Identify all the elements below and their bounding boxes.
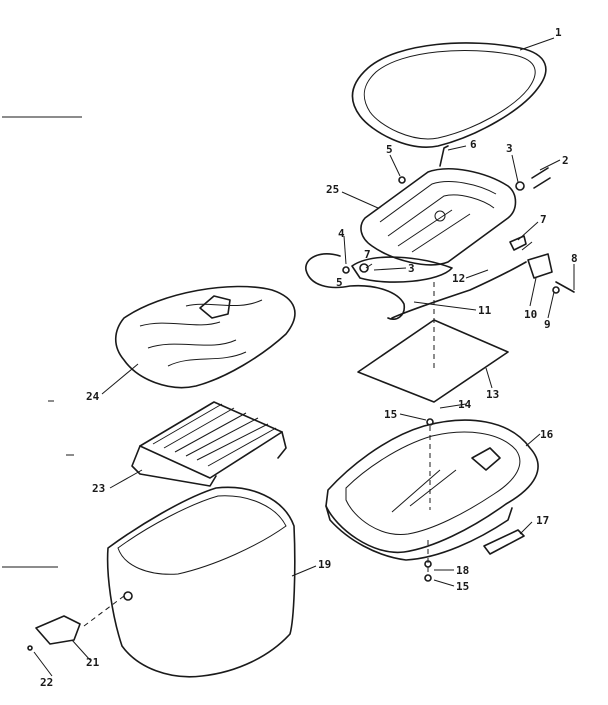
- callout-labels: 1 2 3 5 6 25 4 7 5 3 7 8 12 11 10 9 13 1…: [40, 26, 578, 689]
- margin-marks: [2, 116, 82, 568]
- hardware-parts: [27, 145, 575, 651]
- insulation-sheet-part: [357, 319, 509, 403]
- callout-9: 9: [544, 318, 551, 331]
- pan-body-part: [325, 419, 539, 561]
- heating-plate-part: [351, 168, 517, 283]
- callout-21: 21: [86, 656, 100, 669]
- callout-3-lower: 3: [408, 262, 415, 275]
- callout-22: 22: [40, 676, 53, 689]
- callout-11: 11: [478, 304, 492, 317]
- callout-3-upper: 3: [506, 142, 513, 155]
- callout-5-upper: 5: [386, 143, 393, 156]
- callout-19: 19: [318, 558, 331, 571]
- callout-7-right: 7: [540, 213, 547, 226]
- callout-8: 8: [571, 252, 578, 265]
- nameplate-part: [483, 529, 525, 555]
- callout-10: 10: [524, 308, 537, 321]
- base-pan-part: [106, 486, 296, 678]
- callout-16: 16: [540, 428, 554, 441]
- callout-1: 1: [555, 26, 562, 39]
- callout-12: 12: [452, 272, 465, 285]
- callout-14: 14: [458, 398, 472, 411]
- callout-4: 4: [338, 227, 345, 240]
- callout-18: 18: [456, 564, 469, 577]
- callout-25: 25: [326, 183, 339, 196]
- alignment-lines: [83, 282, 435, 627]
- callout-15-lower: 15: [456, 580, 469, 593]
- callout-15-upper: 15: [384, 408, 397, 421]
- callout-7-left: 7: [364, 248, 371, 261]
- callout-2: 2: [562, 154, 569, 167]
- glass-lid-part: [114, 285, 296, 389]
- callout-5-lower: 5: [336, 276, 343, 289]
- rack-part: [131, 401, 287, 487]
- callout-23: 23: [92, 482, 105, 495]
- callout-17: 17: [536, 514, 549, 527]
- thermostat-probe-part: [35, 615, 81, 645]
- callout-24: 24: [86, 390, 100, 403]
- callout-13: 13: [486, 388, 499, 401]
- lid-gasket-part: [351, 42, 547, 148]
- callout-6: 6: [470, 138, 477, 151]
- cord-part: [305, 253, 527, 320]
- leader-lines: [33, 37, 575, 677]
